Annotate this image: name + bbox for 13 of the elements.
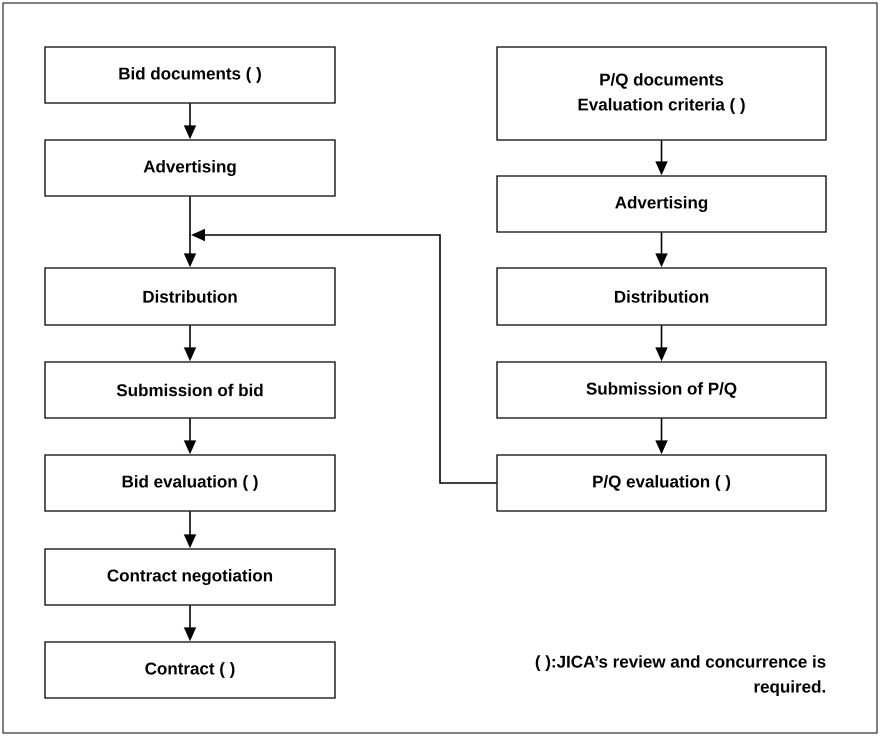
process-box: P/Q documents Evaluation criteria ( ) xyxy=(496,46,827,141)
process-box: Advertising xyxy=(44,139,336,197)
process-box: Distribution xyxy=(496,267,827,326)
process-box: Submission of bid xyxy=(44,361,336,419)
process-box: Distribution xyxy=(44,267,336,326)
process-box: Bid documents ( ) xyxy=(44,46,336,104)
process-box: Contract negotiation xyxy=(44,548,336,606)
note: ( ):JICA’s review and concurrence is required. xyxy=(536,655,826,696)
process-box: Advertising xyxy=(496,175,827,233)
process-box: Contract ( ) xyxy=(44,641,336,699)
process-box: Bid evaluation ( ) xyxy=(44,454,336,512)
process-box: P/Q evaluation ( ) xyxy=(496,454,827,512)
process-box: Submission of P/Q xyxy=(496,361,827,419)
